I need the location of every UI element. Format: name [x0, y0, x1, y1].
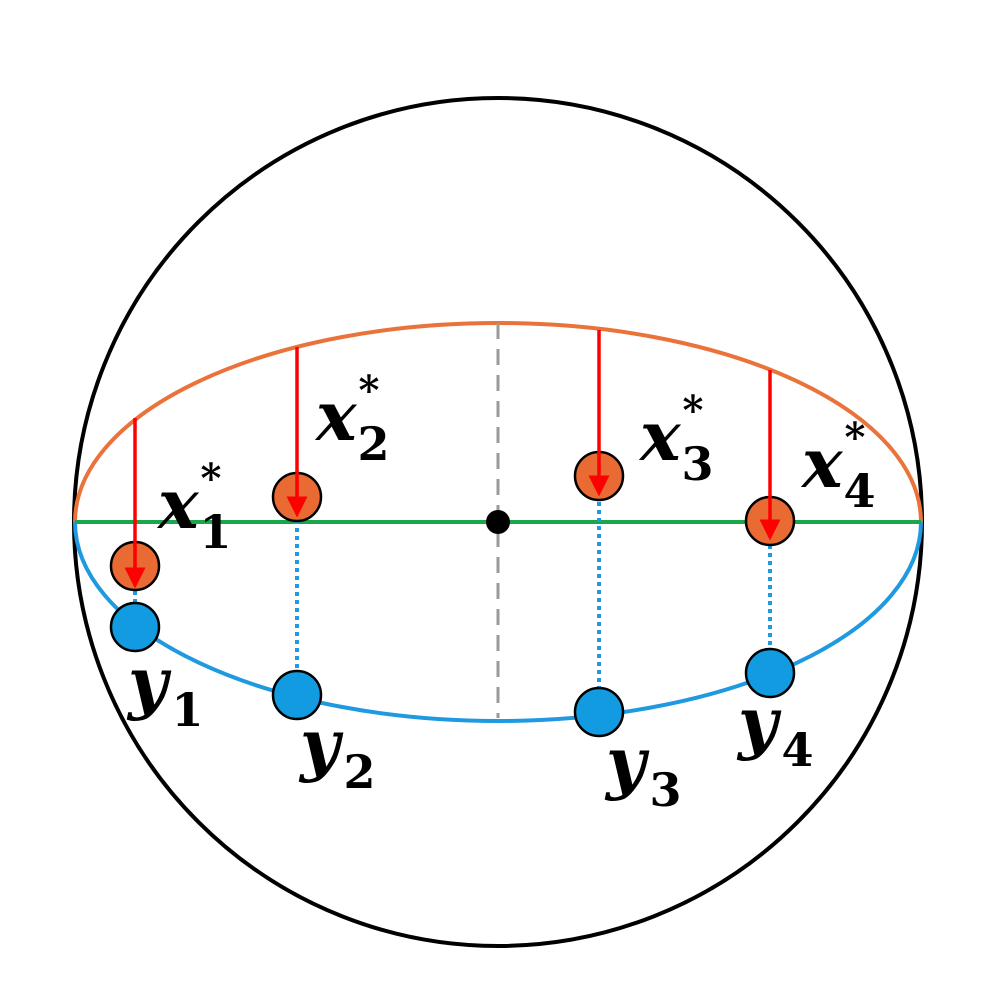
- projection-arrows: [124, 330, 781, 589]
- x-label-3: x*3: [638, 387, 713, 491]
- y-point-4: [744, 647, 796, 699]
- y-label-3: y3: [604, 723, 682, 817]
- y-points: [109, 601, 796, 738]
- y-label-4: y4: [736, 683, 814, 777]
- center-point: [486, 510, 510, 534]
- x-label-4: x*4: [800, 414, 875, 518]
- y-label-1: y1: [126, 643, 204, 737]
- x-label-2: x*2: [314, 367, 389, 471]
- y-point-2: [271, 669, 323, 721]
- x-labels: x*1 x*2 x*3 x*4: [156, 367, 875, 559]
- y-labels: y1 y2 y3 y4: [126, 643, 814, 817]
- y-point-3: [573, 686, 625, 738]
- y-point-1: [109, 601, 161, 653]
- x-label-1: x*1: [156, 455, 231, 559]
- y-label-2: y2: [298, 705, 376, 799]
